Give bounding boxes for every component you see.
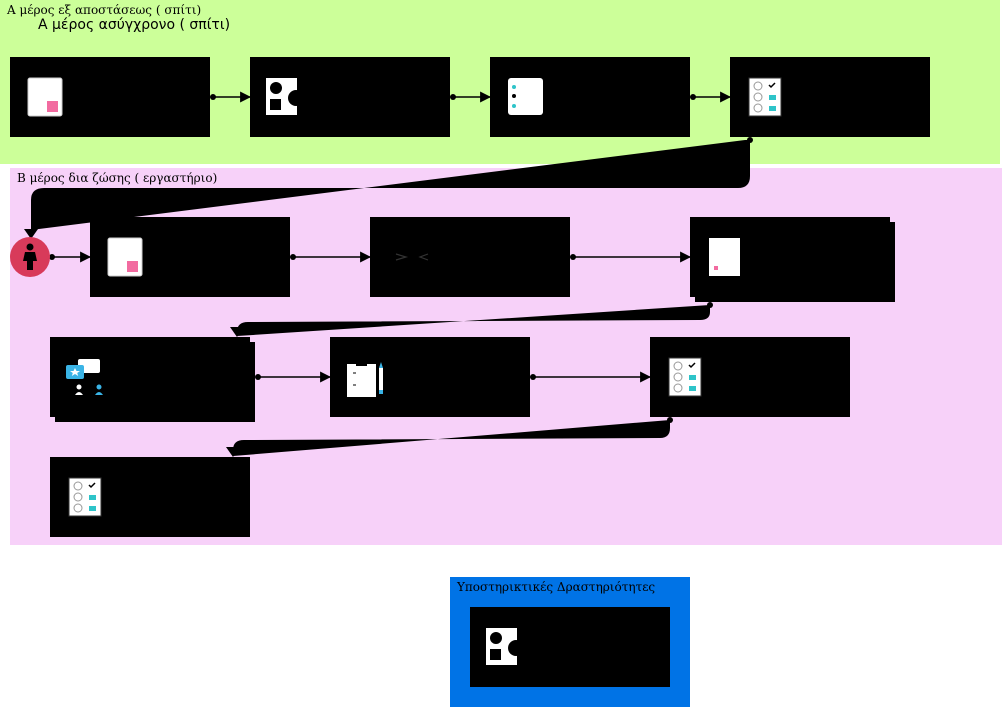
shapes-icon xyxy=(486,628,524,665)
start-node[interactable] xyxy=(10,237,50,277)
checklist-icon xyxy=(748,77,782,117)
activity-card-b4[interactable] xyxy=(50,337,250,417)
clipboard-pencil-icon xyxy=(347,361,383,397)
checklist-icon xyxy=(68,477,102,517)
activity-card-a1[interactable] xyxy=(10,57,210,137)
discussion-icon xyxy=(66,359,103,395)
lane-a-subtitle: Α μέρος ασύγχρονο ( σπίτι) xyxy=(38,17,231,33)
activity-card-b7[interactable] xyxy=(50,457,250,537)
checklist-icon xyxy=(668,357,702,397)
lane-b-title: Β μέρος δια ζώσης ( εργαστήριο) xyxy=(17,171,218,185)
activity-card-b2[interactable] xyxy=(370,217,570,297)
activity-card-a3[interactable] xyxy=(490,57,690,137)
list-icon xyxy=(508,78,543,115)
person-start-icon xyxy=(23,243,37,270)
activity-card-b1[interactable] xyxy=(90,217,290,297)
lane-support-title: Υποστηρικτικές Δραστηριότητες xyxy=(457,580,656,594)
shapes-icon xyxy=(266,78,304,115)
document-pink-icon xyxy=(107,237,143,277)
chevrons-icon xyxy=(395,253,429,261)
document-pink-icon xyxy=(27,77,63,117)
document-small-icon xyxy=(709,238,740,276)
activity-card-support[interactable] xyxy=(470,607,670,687)
activity-card-a2[interactable] xyxy=(250,57,450,137)
activity-card-b3[interactable] xyxy=(690,217,890,297)
activity-card-a4[interactable] xyxy=(730,57,930,137)
lane-a-title: Α μέρος εξ αποστάσεως ( σπίτι) xyxy=(7,3,202,17)
activity-card-b6[interactable] xyxy=(650,337,850,417)
activity-card-b5[interactable] xyxy=(330,337,530,417)
